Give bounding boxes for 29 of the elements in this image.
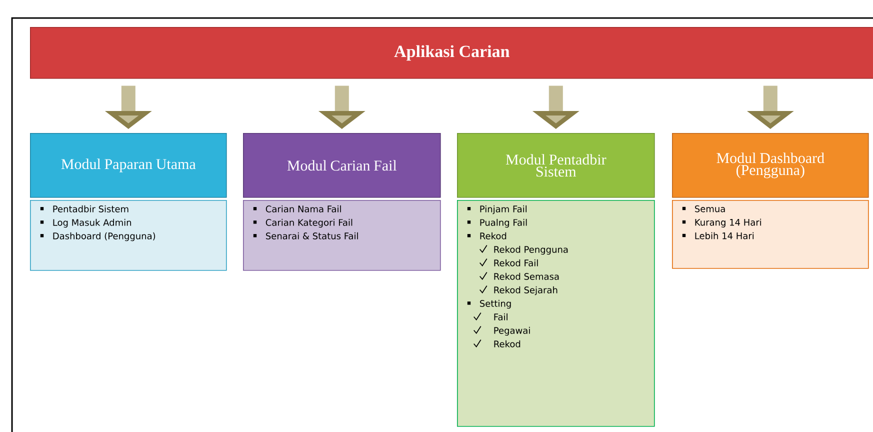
- module-box: Modul Paparan Utama: [30, 133, 227, 198]
- list-item: Senarai & Status Fail: [253, 232, 358, 240]
- list-item: Rekod Fail: [479, 258, 538, 266]
- list-item: Kurang 14 Hari: [682, 218, 761, 228]
- list-item: Fail: [473, 312, 508, 320]
- list-box: [672, 200, 869, 269]
- list-item: Setting: [467, 300, 511, 309]
- list-box: [243, 200, 441, 271]
- list-item: Rekod: [473, 339, 520, 348]
- list-item: Semua: [682, 205, 725, 212]
- list-item: Pinjam Fail: [467, 205, 527, 214]
- list-box: [457, 200, 655, 427]
- list-item: Log Masuk Admin: [40, 218, 132, 228]
- module-box: Modul Pentadbir Sistem: [457, 133, 655, 198]
- title-bar: Aplikasi Carian: [30, 27, 873, 79]
- list-item: Dashboard (Pengguna): [40, 232, 156, 242]
- list-item: Pualng Fail: [467, 218, 527, 228]
- list-box: [30, 200, 227, 271]
- list-item: Rekod Pengguna: [479, 244, 568, 255]
- module-box: Modul Carian Fail: [243, 133, 441, 198]
- list-item: Rekod: [467, 232, 506, 240]
- list-item: Carian Nama Fail: [253, 205, 341, 212]
- list-item: Lebih 14 Hari: [682, 232, 754, 240]
- list-item: Carian Kategori Fail: [253, 218, 352, 228]
- list-item: Pentadbir Sistem: [40, 205, 128, 212]
- list-item: Rekod Sejarah: [479, 285, 558, 296]
- list-item: Pegawai: [473, 326, 530, 336]
- module-box: Modul Dashboard (Pengguna): [672, 133, 869, 198]
- list-item: Rekod Semasa: [479, 272, 559, 280]
